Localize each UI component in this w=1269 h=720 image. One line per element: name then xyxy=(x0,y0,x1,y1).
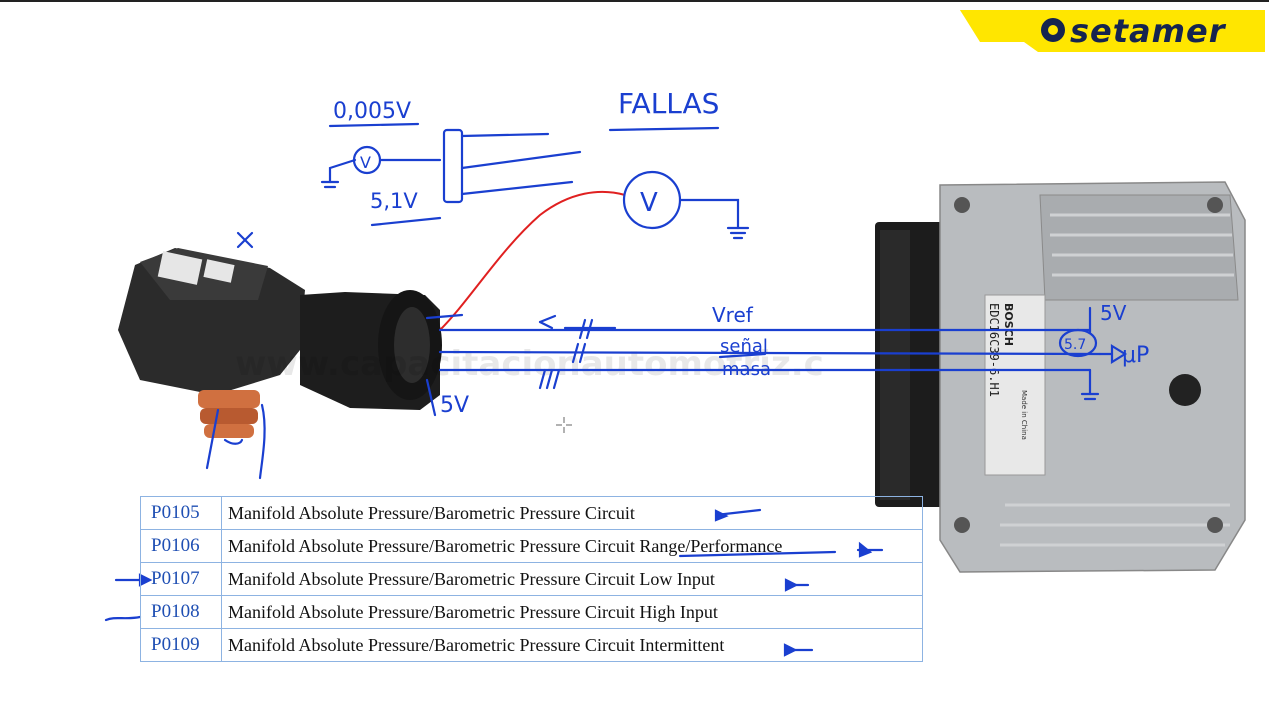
voltmeter-symbol: V xyxy=(640,188,658,218)
table-row: P0106 Manifold Absolute Pressure/Baromet… xyxy=(140,529,923,563)
ecu-module: BOSCH EDC16C39-6.H1 Made in China xyxy=(875,181,1246,573)
high-voltage-note: 5,1V xyxy=(370,189,418,213)
five-seven-note: 5.7 xyxy=(1064,337,1086,353)
ecu-brand: BOSCH xyxy=(1002,303,1015,346)
table-row: P0107 Manifold Absolute Pressure/Baromet… xyxy=(140,562,923,596)
table-row: P0105 Manifold Absolute Pressure/Baromet… xyxy=(140,496,923,530)
table-row: P0108 Manifold Absolute Pressure/Baromet… xyxy=(140,595,923,629)
ecu-5v-note: 5V xyxy=(1100,301,1127,325)
ecu-model: EDC16C39-6.H1 xyxy=(987,303,1001,397)
dtc-code: P0108 xyxy=(140,595,222,629)
microprocessor-note: μP xyxy=(1122,343,1149,368)
dtc-code: P0106 xyxy=(140,529,222,563)
dtc-description: Manifold Absolute Pressure/Barometric Pr… xyxy=(221,628,923,662)
low-voltage-note: 0,005V xyxy=(333,99,411,124)
sensor-5v-note: 5V xyxy=(440,393,469,418)
setamer-logo xyxy=(960,10,1265,52)
map-sensor xyxy=(118,248,442,438)
dtc-description: Manifold Absolute Pressure/Barometric Pr… xyxy=(221,562,923,596)
dtc-description: Manifold Absolute Pressure/Barometric Pr… xyxy=(221,595,923,629)
meter-symbol-small: V xyxy=(360,153,371,172)
table-row: P0109 Manifold Absolute Pressure/Baromet… xyxy=(140,628,923,662)
dtc-code: P0109 xyxy=(140,628,222,662)
vref-label: Vref xyxy=(712,303,754,327)
masa-label: masa xyxy=(722,359,771,380)
fallas-title: FALLAS xyxy=(618,87,719,120)
dtc-table: P0105 Manifold Absolute Pressure/Baromet… xyxy=(140,496,923,662)
dtc-description: Manifold Absolute Pressure/Barometric Pr… xyxy=(221,496,923,530)
ecu-made-in: Made in China xyxy=(1020,390,1028,440)
dtc-code: P0107 xyxy=(140,562,222,596)
top-border-line xyxy=(0,0,1269,2)
dtc-description: Manifold Absolute Pressure/Barometric Pr… xyxy=(221,529,923,563)
red-probe-wire xyxy=(439,190,626,331)
senal-label: señal xyxy=(720,336,768,357)
crosshair-cursor-icon xyxy=(556,417,572,433)
watermark-text: www.capacitacionautomotriz.c xyxy=(235,344,824,384)
dtc-code: P0105 xyxy=(140,496,222,530)
logo-text: setamer xyxy=(1070,12,1226,50)
